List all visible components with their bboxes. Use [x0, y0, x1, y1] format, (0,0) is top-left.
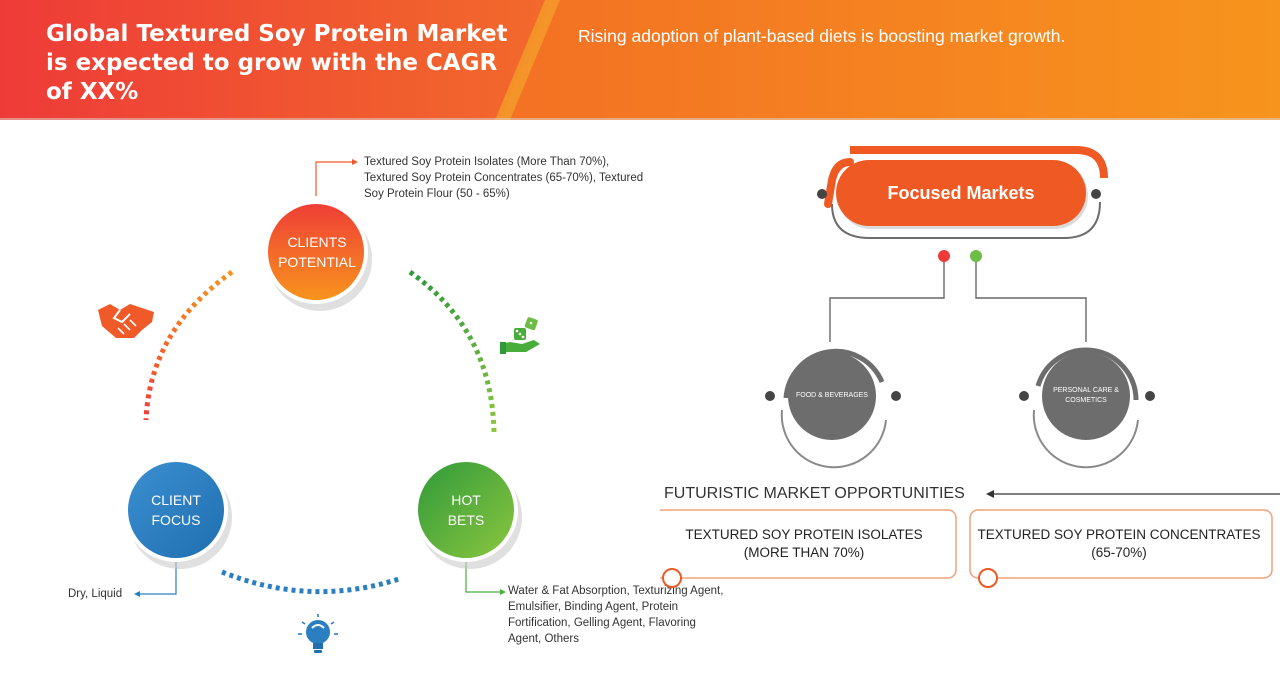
focused-markets-label: Focused Markets	[887, 182, 1035, 203]
segment-food-beverages: FOOD & BEVERAGES	[796, 392, 868, 399]
focused-markets-pill	[836, 160, 1086, 226]
food-beverages-circle	[765, 348, 901, 469]
connector-hot-bets	[465, 560, 500, 593]
segment-personal-care: PERSONAL CARE & COSMETICS	[1053, 387, 1119, 404]
lightbulb-icon	[298, 614, 338, 653]
personal-care-circle	[1019, 347, 1155, 469]
clients-potential-circle	[264, 200, 372, 311]
opportunities-title: FUTURISTIC MARKET OPPORTUNITIES	[664, 485, 965, 502]
opportunity-box-1	[660, 509, 957, 588]
opportunity-1-label: TEXTURED SOY PROTEIN ISOLATES (MORE THAN…	[685, 527, 923, 560]
header-banner: Global Textured Soy Protein Market is ex…	[0, 0, 1280, 120]
client-focus-note: Dry, Liquid	[68, 588, 123, 600]
clients-potential-note: Textured Soy Protein Isolates (More Than…	[364, 156, 644, 200]
page-subtitle: Rising adoption of plant-based diets is …	[578, 26, 1066, 46]
handshake-icon	[98, 304, 154, 338]
cycle-diagram	[98, 159, 540, 653]
client-focus-label: CLIENT FOCUS	[151, 492, 201, 528]
dice-hand-icon	[500, 317, 540, 354]
arc-bottom	[221, 569, 403, 595]
arc-left	[143, 269, 234, 421]
clients-potential-label: CLIENTS POTENTIAL	[278, 234, 356, 270]
connector-clients-potential	[315, 161, 352, 196]
opportunity-2-label: TEXTURED SOY PROTEIN CONCENTRATES (65-70…	[977, 527, 1261, 560]
page-title: Global Textured Soy Protein Market is ex…	[46, 21, 508, 105]
hot-bets-circle	[414, 458, 522, 569]
arc-right	[408, 269, 497, 433]
client-focus-circle	[124, 458, 232, 569]
focused-markets-diagram	[660, 146, 1280, 588]
header-background	[0, 0, 1280, 120]
opportunity-box-2	[969, 509, 1273, 588]
hot-bets-label: HOT BETS	[447, 492, 485, 528]
connector-client-focus	[140, 560, 177, 595]
hot-bets-note: Water & Fat Absorption, Texturizing Agen…	[508, 585, 724, 645]
